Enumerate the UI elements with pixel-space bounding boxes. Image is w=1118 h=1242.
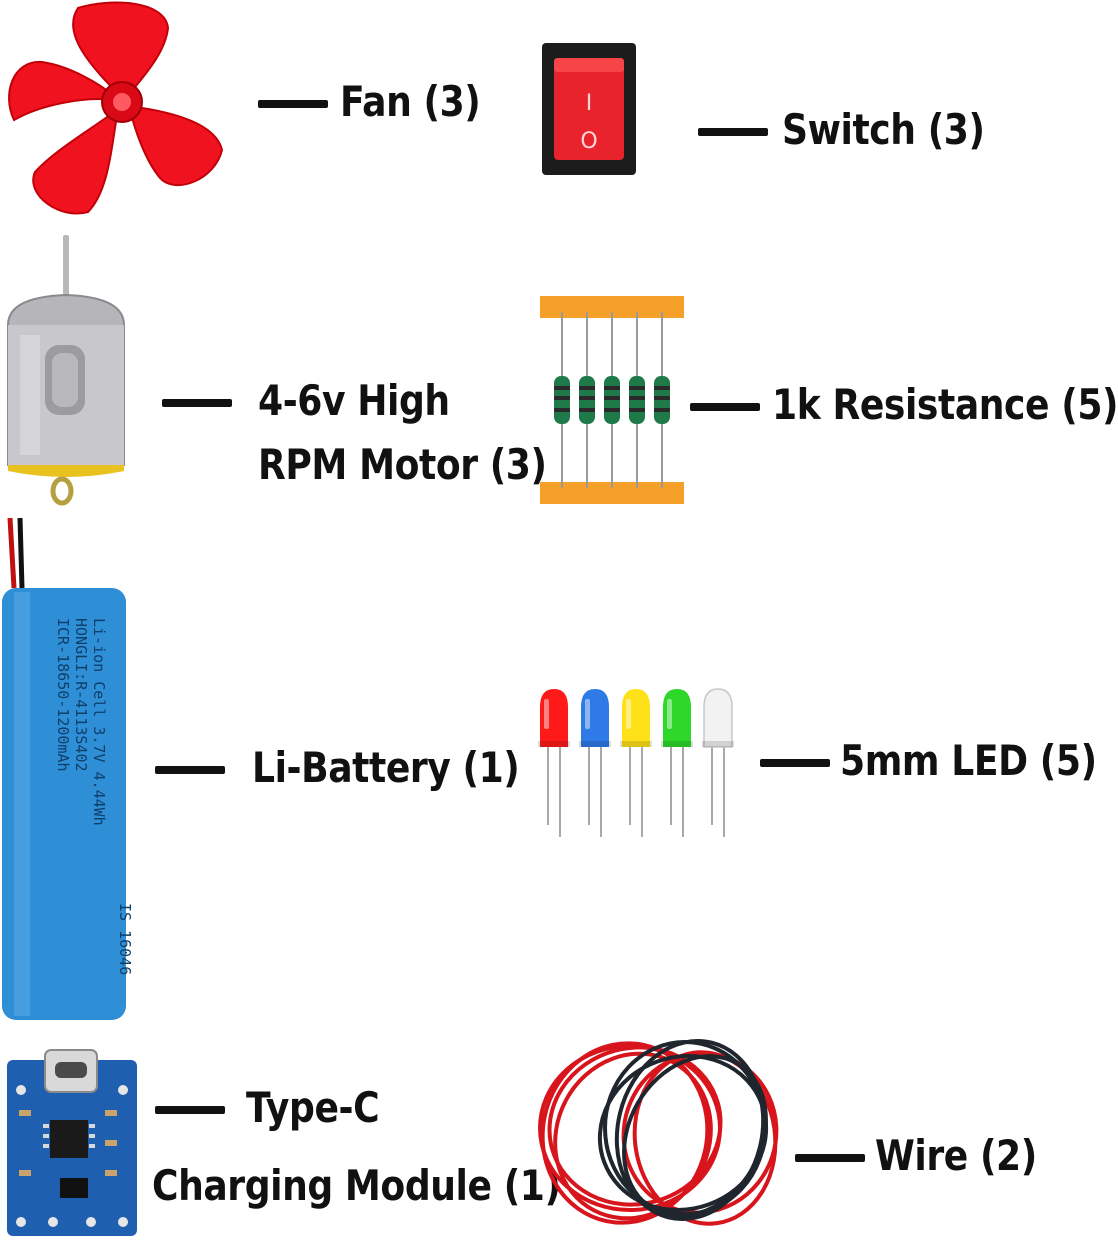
switch-on-mark: I [586, 91, 593, 116]
battery-print-line4: IS 16046 [116, 903, 134, 975]
led-label: 5mm LED (5) [840, 736, 1097, 785]
wire-label: Wire (2) [875, 1131, 1037, 1180]
battery-print-line2: HONGLI:R-4113S402 [72, 618, 90, 772]
motor-connector-line [162, 399, 232, 407]
led-image [538, 688, 734, 837]
charger-image [7, 1049, 137, 1236]
battery-print-line1: ICR-18650-1200mAh [54, 618, 72, 772]
led-connector-line [760, 759, 830, 767]
battery-print-line3: Li-ion Cell 3.7V 4.44Wh [90, 618, 108, 826]
motor-label-line2: RPM Motor (3) [258, 440, 547, 489]
resistor-label: 1k Resistance (5) [772, 380, 1118, 429]
switch-label: Switch (3) [782, 105, 985, 154]
resistor-connector-line [690, 403, 760, 411]
charger-label-line1: Type-C [246, 1083, 380, 1132]
battery-label: Li-Battery (1) [252, 743, 520, 792]
battery-connector-line [155, 766, 225, 774]
wire-image [538, 1038, 779, 1226]
resistor-image [540, 296, 684, 504]
switch-image: I O [542, 43, 636, 175]
fan-image [8, 1, 224, 215]
wire-connector-line [795, 1154, 865, 1162]
fan-connector-line [258, 100, 328, 108]
switch-off-mark: O [580, 129, 597, 154]
charger-label-line2: Charging Module (1) [152, 1161, 561, 1210]
switch-connector-line [698, 128, 768, 136]
fan-label: Fan (3) [340, 77, 481, 126]
charger-connector-line [155, 1106, 225, 1114]
battery-image: ICR-18650-1200mAh HONGLI:R-4113S402 Li-i… [2, 517, 134, 1020]
motor-image [7, 235, 125, 506]
motor-label-line1: 4-6v High [258, 376, 450, 425]
